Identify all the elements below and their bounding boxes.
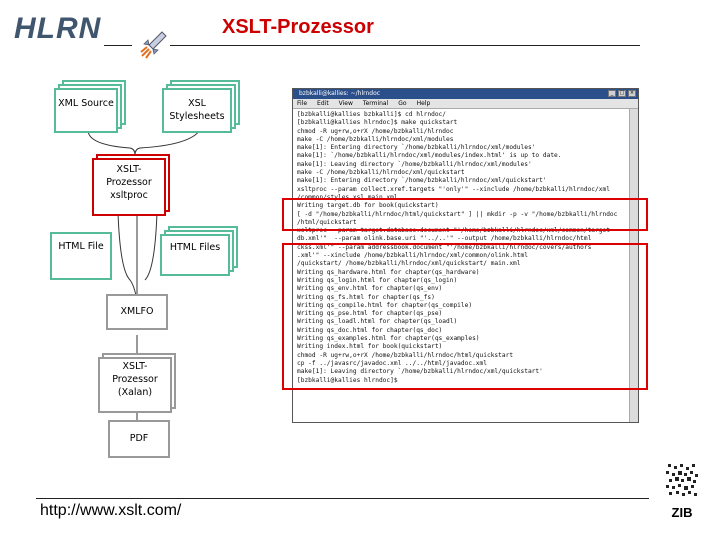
- terminal-line: [bzbkalli@kallies hlrndoc]$ make quickst…: [297, 119, 458, 127]
- terminal-line: Writing qs_hardware.html for chapter(qs_…: [297, 268, 480, 276]
- xsltproc-box: [92, 158, 166, 216]
- terminal-menu-edit[interactable]: Edit: [317, 100, 329, 107]
- terminal-line: make[1]: Entering directory `/home/bzbka…: [297, 177, 547, 185]
- page-title: XSLT-Prozessor: [222, 16, 374, 38]
- terminal-line: Writing qs_fs.html for chapter(qs_fs): [297, 293, 435, 301]
- terminal-line: [bzbkalli@kallies hlrndoc]$: [297, 376, 398, 384]
- xml-source-doc: [54, 88, 118, 133]
- footer-url-link[interactable]: http://www.xslt.com/: [40, 502, 182, 519]
- xsl-stylesheets-doc: [162, 88, 232, 133]
- highlight-xsltproc-output: [282, 243, 648, 390]
- rocket-icon: [140, 31, 167, 59]
- terminal-menu-view[interactable]: View: [338, 100, 353, 107]
- terminal-line: /quickstart/ /home/bzbkalli/hlrndoc/xml/…: [297, 260, 521, 268]
- terminal-line: xsltproc --param collect.xref.targets "'…: [297, 185, 610, 193]
- xsltproc-label: XSLT-Prozessor xsltproc: [106, 164, 152, 201]
- terminal-line: make -C /home/bzbkalli/hlrndoc/xml/modul…: [297, 135, 454, 143]
- terminal-line: db.xml'" --param olink.base.uri "'../..'…: [297, 235, 592, 243]
- terminal-line: Writing target.db for book(quickstart): [297, 202, 439, 210]
- minimize-icon[interactable]: _: [608, 90, 616, 97]
- header-rule-left: [104, 45, 132, 46]
- terminal-line: /common/styles.xsl main.xml: [297, 193, 398, 201]
- xmlfo-doc: [106, 294, 168, 330]
- terminal-line: Writing qs_loadl.html for chapter(qs_loa…: [297, 318, 458, 326]
- terminal-line: make[1]: `/home/bzbkalli/hlrndoc/xml/mod…: [297, 152, 562, 160]
- terminal-line: make[1]: Leaving directory `/home/bzbkal…: [297, 368, 543, 376]
- html-files-label: HTML Files: [169, 242, 221, 253]
- terminal-line: Writing qs_login.html for chapter(qs_log…: [297, 276, 458, 284]
- footer-rule: [36, 498, 649, 499]
- xml-source-label: XML Source: [58, 98, 114, 109]
- terminal-line: Writing index.html for book(quickstart): [297, 343, 443, 351]
- terminal-scrollbar[interactable]: [629, 109, 638, 422]
- maximize-icon[interactable]: □: [618, 90, 626, 97]
- header-rule-right: [170, 45, 640, 46]
- terminal-line: ckss.xml'" --param addressbook.document …: [297, 243, 592, 251]
- pdf-doc: [108, 420, 170, 458]
- terminal-menu-terminal[interactable]: Terminal: [362, 100, 389, 107]
- close-icon[interactable]: ×: [628, 90, 636, 97]
- zib-logo-text: ZIB: [671, 505, 693, 520]
- terminal-line: /html/quickstart: [297, 218, 357, 226]
- terminal-line: make -C /home/bzbkalli/hlrndoc/xml/quick…: [297, 169, 465, 177]
- highlight-xsltproc-command: [282, 198, 648, 231]
- terminal-line: Writing qs_pse.html for chapter(qs_pse): [297, 310, 443, 318]
- terminal-line: [bzbkalli@kallies bzbkalli]$ cd hlrndoc/: [297, 111, 447, 118]
- html-file-label: HTML File: [58, 241, 104, 252]
- terminal-line: Writing qs_examples.html for chapter(qs_…: [297, 335, 480, 343]
- terminal-line: cp -f ../javasrc/javadoc.xml ../../html/…: [297, 359, 487, 367]
- terminal-line: chmod -R ug+rw,o+rX /home/bzbkalli/hlrnd…: [297, 127, 454, 135]
- terminal-line: [ -d "/home/bzbkalli/hlrndoc/html/quicks…: [297, 210, 618, 218]
- terminal-line: Writing qs_compile.html for chapter(qs_c…: [297, 301, 473, 309]
- pdf-label: PDF: [129, 433, 149, 444]
- xalan-box: [98, 357, 172, 413]
- terminal-titlebar[interactable]: bzbkalli@kallies: ~/hlrndoc _ □ ×: [293, 89, 638, 99]
- terminal-title: bzbkalli@kallies: ~/hlrndoc: [299, 90, 381, 97]
- terminal-menu-file[interactable]: File: [297, 100, 308, 107]
- xmlfo-label: XMLFO: [120, 306, 154, 317]
- terminal-line: Writing qs_doc.html for chapter(qs_doc): [297, 326, 443, 334]
- terminal-line: make[1]: Leaving directory `/home/bzbkal…: [297, 160, 532, 168]
- xalan-label: XSLT-Prozessor (Xalan): [112, 361, 158, 398]
- terminal-line: Writing qs_env.html for chapter(qs_env): [297, 285, 443, 293]
- html-file-doc: [50, 232, 112, 280]
- terminal-line: chmod -R ug+rw,o+rX /home/bzbkalli/hlrnd…: [297, 351, 514, 359]
- terminal-line: make[1]: Entering directory `/home/bzbka…: [297, 144, 536, 152]
- terminal-line: .xml'" --xinclude /home/bzbkalli/hlrndoc…: [297, 252, 528, 260]
- terminal-menu-help[interactable]: Help: [416, 100, 431, 107]
- terminal-menubar: File Edit View Terminal Go Help: [293, 99, 638, 109]
- hlrn-logo: HLRN: [14, 12, 102, 45]
- zib-logo: ZIB: [664, 462, 700, 520]
- xsl-stylesheets-label: XSL Stylesheets: [169, 98, 225, 122]
- zib-logo-pattern-icon: [666, 464, 698, 496]
- terminal-menu-go[interactable]: Go: [398, 100, 407, 107]
- html-files-doc: [160, 234, 230, 276]
